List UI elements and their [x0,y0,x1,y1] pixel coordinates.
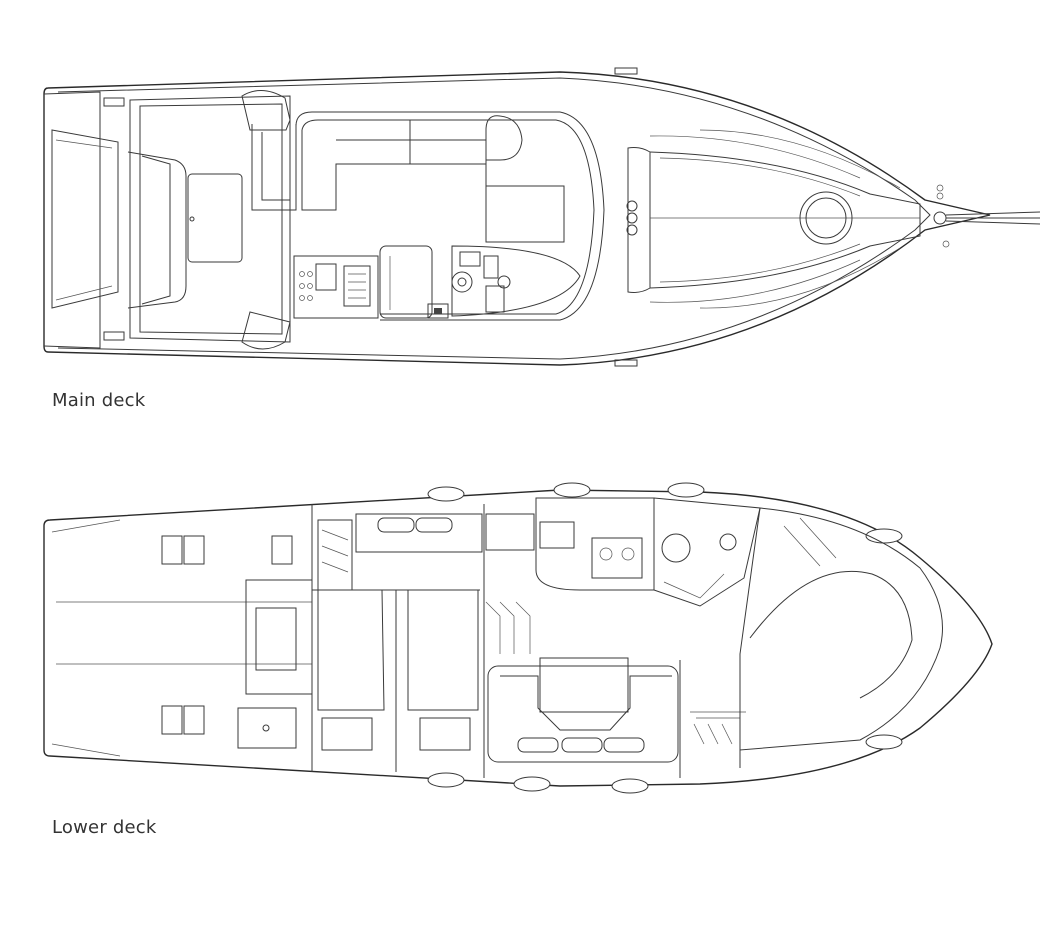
main-deck-caption: Main deck [52,390,146,411]
lower-deck-engine-room [51,504,313,772]
main-deck-cockpit [127,90,297,350]
lower-deck-caption: Lower deck [52,817,157,838]
main-deck-foredeck [103,67,1041,367]
lower-deck-plan [0,478,1063,798]
main-deck-salon [293,111,605,321]
lower-deck-cabins [312,497,943,778]
main-deck-plan [0,60,1063,380]
main-deck-hull [43,71,991,366]
